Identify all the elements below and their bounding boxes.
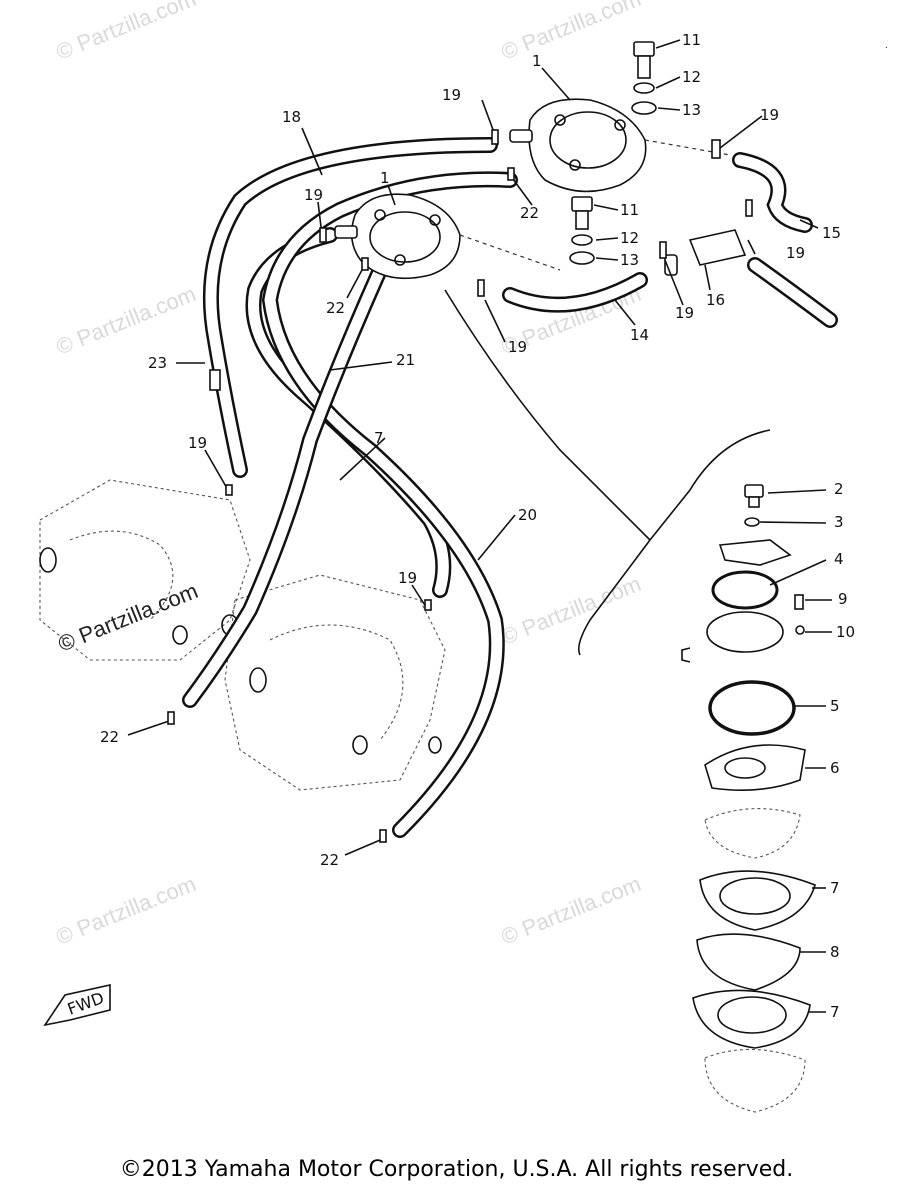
watermark: © Partzilla.com: [498, 0, 645, 65]
callout-7: 7: [830, 1003, 840, 1021]
joint-16: [664, 229, 747, 276]
callout-19: 19: [760, 106, 779, 124]
callout-4: 4: [834, 550, 844, 568]
callout-23: 23: [148, 354, 167, 372]
copyright-footer: ©2013 Yamaha Motor Corporation, U.S.A. A…: [119, 1157, 794, 1182]
callout-6: 6: [830, 759, 840, 777]
callout-15: 15: [822, 224, 841, 242]
callout-19: 19: [786, 244, 805, 262]
callout-12: 12: [620, 229, 639, 247]
callout-2: 2: [834, 480, 844, 498]
callout-20: 20: [518, 506, 537, 524]
fwd-arrow: FWD: [43, 984, 111, 1027]
callout-22: 22: [100, 728, 119, 746]
callout-7: 7: [830, 879, 840, 897]
callout-11: 11: [682, 31, 701, 49]
callout-numbers: 1 1 2 3 4 5 6 7 7 7 8 9 10 11 11 12 12 1…: [100, 31, 855, 1021]
dot-mark: .: [885, 40, 888, 51]
callout-22: 22: [320, 851, 339, 869]
fuel-pump-upper: [509, 98, 731, 193]
callout-22: 22: [520, 204, 539, 222]
callout-1: 1: [532, 52, 542, 70]
callout-18: 18: [282, 108, 301, 126]
callout-13: 13: [620, 251, 639, 269]
pointer-line: [444, 289, 651, 541]
clips: [167, 129, 753, 843]
callout-8: 8: [830, 943, 840, 961]
callout-21: 21: [396, 351, 415, 369]
callout-19: 19: [675, 304, 694, 322]
watermark: © Partzilla.com: [53, 0, 200, 65]
callout-5: 5: [830, 697, 840, 715]
callout-19: 19: [508, 338, 527, 356]
callout-19: 19: [188, 434, 207, 452]
callout-3: 3: [834, 513, 844, 531]
watermark: © Partzilla.com: [498, 571, 645, 650]
callout-19: 19: [304, 186, 323, 204]
callout-10: 10: [836, 623, 855, 641]
watermark-dark: © Partzilla.com: [55, 578, 202, 657]
pump-exploded-parts: [681, 484, 816, 1113]
bolt-stack-upper: [569, 41, 657, 265]
callout-7: 7: [374, 429, 384, 447]
pointer-line: [577, 429, 771, 656]
fuel-pump-lower: [334, 193, 561, 280]
callout-16: 16: [706, 291, 725, 309]
callout-11: 11: [620, 201, 639, 219]
callout-19: 19: [442, 86, 461, 104]
engine-block: [39, 479, 446, 791]
watermark: © Partzilla.com: [53, 281, 200, 360]
callout-13: 13: [682, 101, 701, 119]
callout-1: 1: [380, 169, 390, 187]
callout-19: 19: [398, 569, 417, 587]
watermark: © Partzilla.com: [53, 871, 200, 950]
callout-14: 14: [630, 326, 649, 344]
watermark: © Partzilla.com: [498, 871, 645, 950]
fuel-hoses: [182, 137, 838, 838]
callout-9: 9: [838, 590, 848, 608]
callout-12: 12: [682, 68, 701, 86]
leader-lines: [127, 39, 832, 1013]
callout-22: 22: [326, 299, 345, 317]
